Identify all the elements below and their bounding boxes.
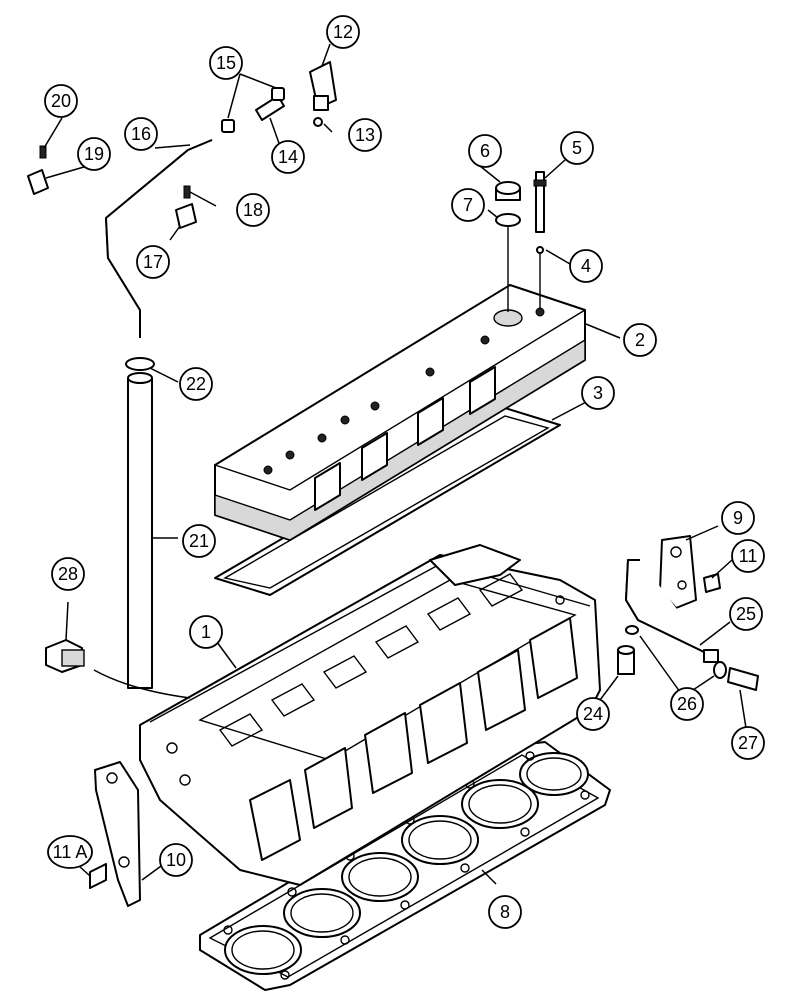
svg-text:19: 19 (84, 144, 104, 164)
bolt-18 (183, 185, 191, 199)
svg-text:14: 14 (278, 147, 298, 167)
svg-text:28: 28 (58, 564, 78, 584)
lifting-bracket-10 (94, 761, 141, 907)
svg-text:24: 24 (583, 704, 603, 724)
callout-11a: 11 A (47, 835, 93, 869)
svg-text:25: 25 (736, 604, 756, 624)
callout-18: 18 (236, 193, 270, 227)
callout-27: 27 (731, 726, 765, 760)
banjo-fitting-24 (617, 645, 635, 675)
svg-text:9: 9 (733, 508, 743, 528)
tube-clamp-17 (175, 203, 197, 229)
leader-lines (43, 43, 747, 885)
plug-28 (45, 639, 85, 673)
callout-10: 10 (159, 843, 193, 877)
lifting-bracket-9 (659, 535, 697, 609)
valve-cover-notches (314, 366, 496, 511)
svg-text:6: 6 (480, 141, 490, 161)
bolt-11 (703, 573, 721, 593)
svg-text:22: 22 (186, 374, 206, 394)
callouts: 1 2 3 4 5 6 7 8 9 10 11 11 A 12 13 14 15… (44, 15, 765, 929)
callout-17: 17 (136, 245, 170, 279)
callout-14: 14 (271, 140, 305, 174)
svg-text:26: 26 (677, 694, 697, 714)
cylinder-head-ports (249, 617, 578, 861)
oil-filler-cap (495, 181, 521, 201)
hose-clamps (221, 87, 285, 133)
callout-1: 1 (189, 615, 223, 649)
callout-4: 4 (569, 249, 603, 283)
fitting-27 (727, 667, 759, 691)
callout-9: 9 (721, 501, 755, 535)
svg-text:15: 15 (216, 53, 236, 73)
callout-20: 20 (44, 84, 78, 118)
callout-26: 26 (670, 687, 704, 721)
tube-clamp-19 (27, 169, 49, 195)
bolt-20 (39, 145, 47, 159)
gasket-cylinder-bores (224, 752, 589, 975)
svg-text:20: 20 (51, 91, 71, 111)
callout-12: 12 (326, 15, 360, 49)
callout-16: 16 (124, 117, 158, 151)
svg-text:27: 27 (738, 733, 758, 753)
svg-text:13: 13 (355, 125, 375, 145)
valve-cover (214, 284, 586, 541)
callout-5: 5 (560, 131, 594, 165)
svg-text:8: 8 (500, 902, 510, 922)
drain-tube (127, 372, 153, 689)
snap-ring (125, 357, 155, 371)
callout-11: 11 (731, 539, 765, 573)
callout-15: 15 (209, 46, 243, 80)
stud-o-ring (536, 246, 544, 254)
svg-text:1: 1 (201, 622, 211, 642)
washers-26 (625, 625, 727, 679)
head-gasket (199, 741, 611, 991)
svg-text:5: 5 (572, 138, 582, 158)
callout-3: 3 (581, 376, 615, 410)
svg-text:10: 10 (166, 850, 186, 870)
svg-text:21: 21 (189, 531, 209, 551)
callout-6: 6 (468, 134, 502, 168)
callout-8: 8 (488, 895, 522, 929)
svg-text:18: 18 (243, 200, 263, 220)
breather-fitting (309, 61, 337, 111)
svg-text:12: 12 (333, 22, 353, 42)
cylinder-head (139, 544, 601, 886)
valve-cover-bolts (263, 307, 545, 475)
svg-text:11 A: 11 A (53, 842, 88, 862)
svg-text:2: 2 (635, 330, 645, 350)
svg-text:7: 7 (463, 195, 473, 215)
callout-24: 24 (576, 697, 610, 731)
callout-28: 28 (51, 557, 85, 591)
callout-19: 19 (77, 137, 111, 171)
callout-22: 22 (179, 367, 213, 401)
callout-7: 7 (451, 188, 485, 222)
breather-hose-short (255, 95, 285, 121)
svg-text:17: 17 (143, 252, 163, 272)
rocker-details (218, 573, 524, 747)
callout-21: 21 (182, 524, 216, 558)
callout-13: 13 (348, 118, 382, 152)
bolt-11a (89, 863, 107, 889)
filler-washer (495, 213, 521, 227)
callout-25: 25 (729, 597, 763, 631)
svg-text:4: 4 (581, 256, 591, 276)
svg-text:11: 11 (739, 546, 758, 566)
svg-text:16: 16 (131, 124, 151, 144)
oil-filler-opening (493, 309, 523, 327)
cover-stud (533, 171, 547, 233)
svg-text:3: 3 (593, 383, 603, 403)
line-nut-25 (703, 649, 719, 663)
callout-2: 2 (623, 323, 657, 357)
o-ring-13 (313, 117, 323, 127)
